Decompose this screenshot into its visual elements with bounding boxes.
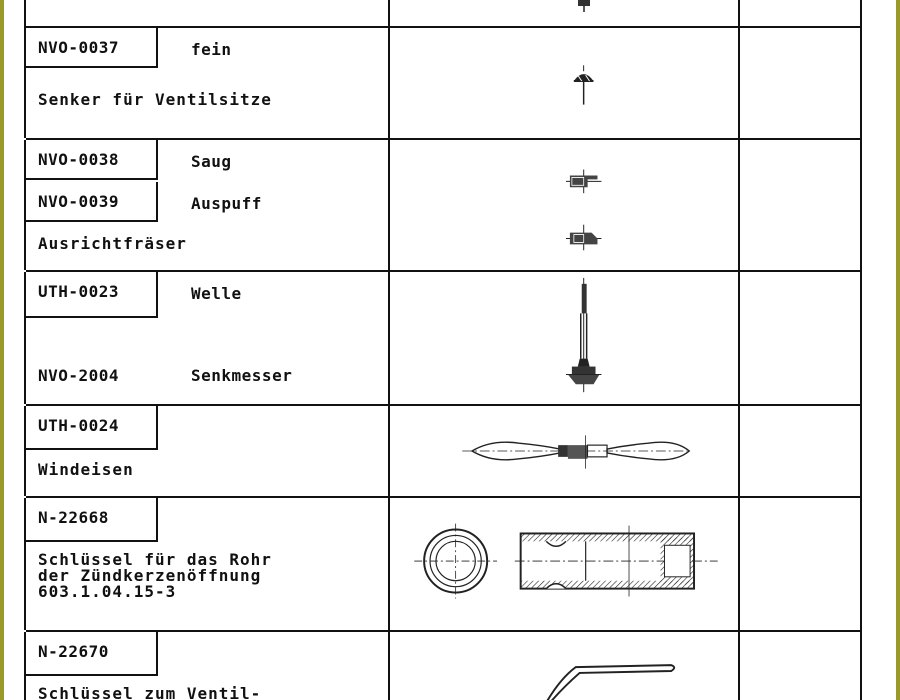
table-row-partial bbox=[24, 0, 862, 28]
part-description-line: der Zündkerzenöffnung bbox=[38, 566, 262, 585]
valve-wrench-drawing bbox=[390, 632, 738, 700]
tool-drawing-partial bbox=[390, 0, 738, 28]
part-code: NVO-0039 bbox=[26, 182, 158, 222]
table-row: NVO-0037 fein Senker für Ventilsitze bbox=[24, 26, 862, 138]
table-row: NVO-0038 Saug NVO-0039 Auspuff Ausrichtf… bbox=[24, 138, 862, 270]
part-description-line: Schlüssel für das Rohr bbox=[38, 550, 272, 569]
part-description: Windeisen bbox=[38, 460, 134, 479]
part-qualifier: fein bbox=[191, 40, 232, 59]
part-qualifier: Senkmesser bbox=[191, 366, 293, 385]
tap-wrench-drawing bbox=[390, 406, 738, 496]
part-code: UTH-0024 bbox=[26, 406, 158, 450]
part-qualifier: Auspuff bbox=[191, 194, 262, 213]
part-code: N-22670 bbox=[26, 632, 158, 676]
part-code: N-22668 bbox=[26, 498, 158, 542]
part-qualifier: Welle bbox=[191, 284, 242, 303]
part-description: Senker für Ventilsitze bbox=[38, 90, 272, 109]
part-code: NVO-2004 bbox=[38, 366, 120, 385]
countersink-drawing bbox=[390, 28, 738, 138]
part-description-line: 603.1.04.15-3 bbox=[38, 582, 177, 601]
part-code: NVO-0038 bbox=[26, 140, 158, 180]
table-row: N-22668 Schlüssel für das Rohr der Zündk… bbox=[24, 496, 862, 630]
table-row: N-22670 Schlüssel zum Ventil- bbox=[24, 630, 862, 700]
spark-plug-wrench-drawing bbox=[390, 498, 738, 630]
part-description: Ausrichtfräser bbox=[38, 234, 187, 253]
part-code: UTH-0023 bbox=[26, 272, 158, 318]
part-code: NVO-0037 bbox=[26, 28, 158, 68]
part-qualifier: Saug bbox=[191, 152, 232, 171]
shaft-and-cutter-drawing bbox=[390, 272, 738, 404]
alignment-cutter-drawing bbox=[390, 140, 738, 270]
table-row: UTH-0024 Windeisen bbox=[24, 404, 862, 496]
table-row: UTH-0023 Welle NVO-2004 Senkmesser bbox=[24, 270, 862, 404]
part-description: Schlüssel zum Ventil- bbox=[38, 684, 262, 700]
